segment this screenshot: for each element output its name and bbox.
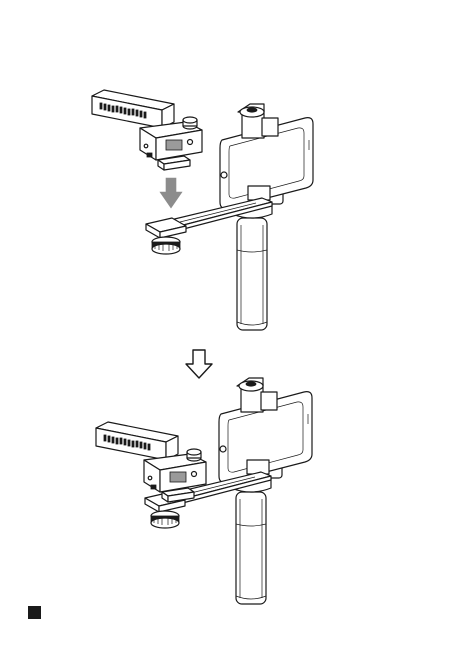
insert-down-arrow-icon bbox=[160, 178, 182, 208]
wireless-receiver-step-1 bbox=[92, 90, 202, 170]
next-step-down-arrow-icon bbox=[186, 350, 212, 378]
step-1-illustration bbox=[92, 90, 313, 330]
page-marker-square-icon bbox=[28, 606, 41, 619]
wireless-receiver-step-2 bbox=[96, 422, 206, 502]
step-2-illustration bbox=[96, 378, 312, 604]
